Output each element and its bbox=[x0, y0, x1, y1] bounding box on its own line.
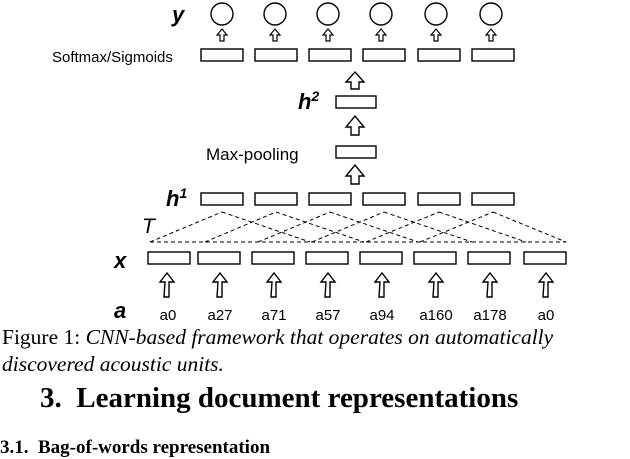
h1-unit bbox=[471, 192, 515, 206]
filter-line bbox=[311, 211, 385, 243]
section-number: 3. bbox=[40, 382, 62, 414]
filter-line bbox=[383, 211, 473, 243]
input-arrows bbox=[158, 271, 555, 298]
x-unit bbox=[523, 251, 567, 265]
up-arrow-icon bbox=[319, 271, 337, 298]
filter-line bbox=[329, 211, 419, 243]
h1-unit bbox=[200, 192, 244, 206]
up-arrow-icon bbox=[484, 28, 498, 42]
x-unit bbox=[147, 251, 191, 265]
output-node bbox=[263, 2, 287, 26]
softmax-arrows bbox=[215, 28, 498, 42]
label-h1-sup: 1 bbox=[179, 185, 187, 201]
softmax-unit bbox=[200, 48, 244, 62]
label-h2-sup: 2 bbox=[310, 88, 319, 104]
label-h1-base: h bbox=[166, 186, 179, 211]
caption-text-2: discovered acoustic units. bbox=[2, 352, 224, 376]
label-x: x bbox=[113, 248, 127, 273]
cnn-framework-figure: y Softmax/Sigmoids h2 Max-pooling h1 T x… bbox=[52, 2, 567, 324]
x-unit bbox=[197, 251, 241, 265]
x-unit bbox=[305, 251, 349, 265]
caption-line-1: Figure 1: CNN-based framework that opera… bbox=[2, 324, 630, 351]
maxpool-unit bbox=[335, 145, 377, 159]
section-heading: 3. Learning document representations bbox=[40, 382, 518, 415]
up-arrow-icon bbox=[427, 271, 445, 298]
h1-layer bbox=[200, 192, 515, 206]
caption-text-1: CNN-based framework that operates on aut… bbox=[85, 325, 554, 349]
acoustic-unit-label: a0 bbox=[160, 307, 177, 324]
acoustic-unit-label: a0 bbox=[538, 307, 555, 324]
filter-line bbox=[438, 211, 527, 243]
figure-caption: Figure 1: CNN-based framework that opera… bbox=[2, 324, 630, 378]
acoustic-unit-label: a160 bbox=[419, 307, 452, 324]
filter-line bbox=[419, 211, 494, 243]
softmax-layer bbox=[200, 48, 515, 62]
softmax-unit bbox=[417, 48, 461, 62]
softmax-unit bbox=[362, 48, 406, 62]
up-arrow-icon bbox=[373, 271, 391, 298]
caption-line-2: discovered acoustic units. bbox=[2, 351, 630, 378]
h1-unit bbox=[417, 192, 461, 206]
output-node bbox=[316, 2, 340, 26]
acoustic-unit-label: a71 bbox=[261, 307, 286, 324]
filter-line bbox=[204, 211, 277, 243]
softmax-unit bbox=[308, 48, 352, 62]
up-arrow-icon bbox=[158, 271, 176, 298]
filter-line bbox=[149, 211, 223, 243]
up-arrow-icon bbox=[321, 28, 335, 42]
h1-unit bbox=[362, 192, 406, 206]
output-node bbox=[210, 2, 234, 26]
up-arrow-icon bbox=[429, 28, 443, 42]
filter-line bbox=[275, 211, 365, 243]
label-h2-base: h bbox=[298, 89, 311, 114]
subsection-title: Bag-of-words representation bbox=[38, 437, 271, 458]
caption-prefix: Figure 1: bbox=[2, 325, 81, 349]
filter-line bbox=[365, 211, 440, 243]
up-arrow-icon bbox=[215, 28, 229, 42]
up-arrow-icon bbox=[537, 271, 555, 298]
x-unit bbox=[359, 251, 403, 265]
up-arrow-icon bbox=[265, 271, 283, 298]
up-arrow-icon bbox=[344, 163, 366, 185]
x-unit bbox=[413, 251, 457, 265]
h1-unit bbox=[254, 192, 298, 206]
up-arrow-icon bbox=[344, 114, 366, 136]
output-node bbox=[479, 2, 503, 26]
acoustic-unit-labels: a0 a27 a71 a57 a94 a160 a178 a0 bbox=[160, 307, 555, 324]
h2-unit bbox=[335, 95, 377, 109]
label-maxpool: Max-pooling bbox=[206, 145, 299, 164]
softmax-unit bbox=[254, 48, 298, 62]
acoustic-unit-label: a27 bbox=[207, 307, 232, 324]
acoustic-unit-label: a94 bbox=[369, 307, 394, 324]
up-arrow-icon bbox=[211, 271, 229, 298]
label-a: a bbox=[114, 298, 126, 323]
filter-line bbox=[257, 211, 331, 243]
x-layer bbox=[147, 251, 567, 265]
label-softmax: Softmax/Sigmoids bbox=[52, 49, 173, 66]
x-unit bbox=[251, 251, 295, 265]
label-t: T bbox=[142, 215, 157, 238]
acoustic-unit-label: a57 bbox=[315, 307, 340, 324]
softmax-unit bbox=[471, 48, 515, 62]
up-arrow-icon bbox=[344, 70, 366, 90]
h1-unit bbox=[308, 192, 352, 206]
output-node bbox=[424, 2, 448, 26]
x-unit bbox=[467, 251, 511, 265]
filter-line bbox=[492, 211, 567, 243]
label-h1: h1 bbox=[166, 185, 187, 211]
convolution-connections bbox=[149, 211, 567, 243]
filter-line bbox=[221, 211, 311, 243]
label-h2: h2 bbox=[298, 88, 319, 114]
acoustic-unit-label: a178 bbox=[473, 307, 506, 324]
section-title: Learning document representations bbox=[76, 382, 519, 414]
up-arrow-icon bbox=[268, 28, 282, 42]
output-node bbox=[369, 2, 393, 26]
subsection-heading: 3.1. Bag-of-words representation bbox=[0, 437, 270, 459]
output-nodes bbox=[210, 2, 503, 26]
label-y: y bbox=[171, 2, 186, 27]
up-arrow-icon bbox=[481, 271, 499, 298]
up-arrow-icon bbox=[374, 28, 388, 42]
subsection-number: 3.1. bbox=[0, 437, 29, 458]
